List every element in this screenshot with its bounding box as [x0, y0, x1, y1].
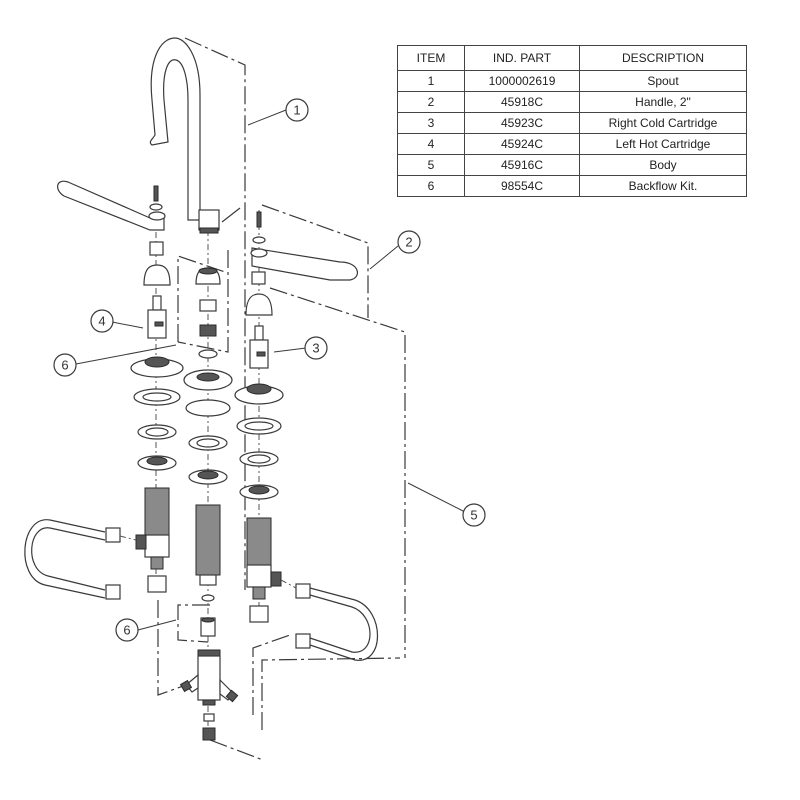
parts-list-table: ITEM IND. PART DESCRIPTION 1 1000002619 … — [397, 45, 747, 197]
cell-description: Body — [579, 154, 747, 176]
cell-item: 4 — [397, 133, 465, 155]
table-row: 1 1000002619 Spout — [397, 70, 747, 92]
cell-description: Left Hot Cartridge — [579, 133, 747, 155]
table-row: 4 45924C Left Hot Cartridge — [397, 133, 747, 155]
header-ind-part: IND. PART — [464, 45, 580, 71]
svg-text:4: 4 — [98, 314, 105, 329]
right-valve-body — [246, 517, 282, 623]
left-hose — [24, 519, 137, 600]
svg-text:5: 5 — [470, 508, 477, 523]
header-description: DESCRIPTION — [579, 45, 747, 71]
table-row: 6 98554C Backflow Kit. — [397, 175, 747, 197]
cell-part: 45918C — [464, 91, 580, 113]
cell-item: 2 — [397, 91, 465, 113]
callout-2: 2 — [369, 230, 421, 270]
callout-3: 3 — [273, 336, 328, 360]
cell-description: Backflow Kit. — [579, 175, 747, 197]
table-row: 3 45923C Right Cold Cartridge — [397, 112, 747, 134]
table-header-row: ITEM IND. PART DESCRIPTION — [397, 45, 747, 71]
left-valve-body — [135, 487, 170, 593]
cell-description: Spout — [579, 70, 747, 92]
left-handle-part — [57, 180, 171, 339]
table-row: 5 45916C Body — [397, 154, 747, 176]
cell-description: Handle, 2" — [579, 91, 747, 113]
assembly-outline-backflow-lower — [177, 604, 210, 643]
callout-1: 1 — [247, 98, 309, 126]
cell-part: 45916C — [464, 154, 580, 176]
cell-item: 5 — [397, 154, 465, 176]
cell-item: 6 — [397, 175, 465, 197]
table-row: 2 45918C Handle, 2" — [397, 91, 747, 113]
assembly-outline-backflow-upper — [177, 250, 229, 353]
center-stack — [183, 267, 233, 637]
cell-part: 98554C — [464, 175, 580, 197]
cell-part: 45924C — [464, 133, 580, 155]
svg-text:1: 1 — [293, 103, 300, 118]
callout-5: 5 — [407, 482, 486, 527]
assembly-outline-handle — [261, 204, 406, 658]
callout-6a: 6 — [53, 344, 177, 377]
callout-6b: 6 — [115, 618, 177, 642]
cell-part: 45923C — [464, 112, 580, 134]
cell-part: 1000002619 — [464, 70, 580, 92]
right-escutcheon-stack — [234, 383, 284, 500]
right-handle-part — [245, 211, 358, 369]
svg-text:2: 2 — [405, 235, 412, 250]
cell-description: Right Cold Cartridge — [579, 112, 747, 134]
header-item: ITEM — [397, 45, 465, 71]
spout-part — [149, 37, 241, 234]
assembly-outline-spout — [184, 37, 246, 590]
cell-item: 3 — [397, 112, 465, 134]
svg-text:6: 6 — [61, 358, 68, 373]
left-escutcheon-stack — [130, 356, 184, 471]
tee-body — [179, 649, 239, 741]
svg-text:3: 3 — [312, 341, 319, 356]
svg-text:6: 6 — [123, 623, 130, 638]
right-hose — [280, 579, 378, 661]
cell-item: 1 — [397, 70, 465, 92]
callout-4: 4 — [90, 309, 144, 333]
